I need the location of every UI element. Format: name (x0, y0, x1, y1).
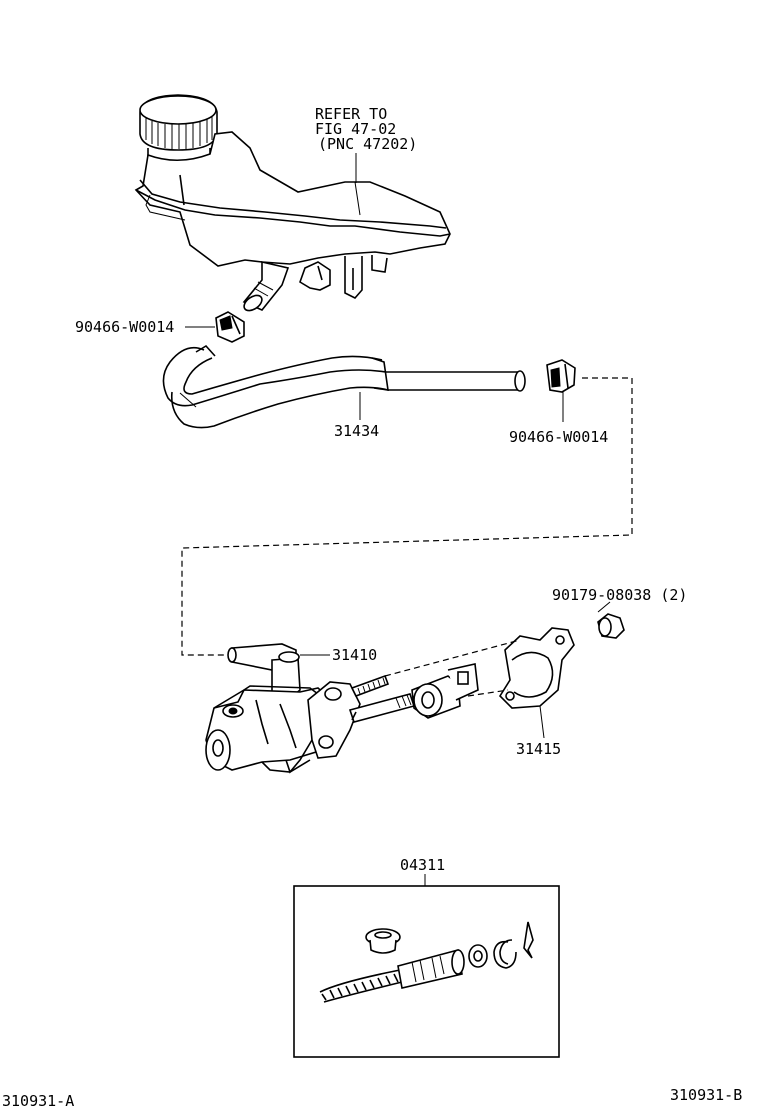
hose-label: 31434 (334, 422, 379, 440)
kit-washer (468, 944, 488, 968)
footer-code-left: 310931-A (2, 1092, 74, 1110)
clip-right-label: 90466-W0014 (509, 428, 608, 446)
clip-left: 90466-W0014 (75, 311, 245, 343)
clip-right: 90466-W0014 (509, 359, 608, 446)
refer-line-3: (PNC 47202) (318, 135, 417, 153)
flange-nut: 90179-08038 (2) (552, 586, 687, 639)
nut-label: 90179-08038 (2) (552, 586, 687, 604)
repair-kit-box (293, 885, 560, 1058)
footer-code-right: 310931-B (670, 1086, 742, 1104)
master-cylinder-label: 31410 (332, 646, 377, 664)
clutch-master-cylinder: 31410 (205, 639, 521, 774)
repair-kit-label: 04311 (400, 856, 445, 874)
kit-piston-spring (319, 949, 465, 1003)
refer-line-2: FIG 47-02 (315, 120, 396, 138)
reservoir-tank (134, 94, 451, 312)
clip-left-label: 90466-W0014 (75, 318, 174, 336)
kit-clip (523, 921, 534, 959)
reservoir-cap (139, 94, 218, 162)
gasket-label: 31415 (516, 740, 561, 758)
hose-connection-dashed (181, 377, 633, 656)
kit-snap-ring (493, 939, 517, 969)
reservoir-outlet-nozzle (242, 260, 290, 312)
refer-to-callout: REFER TO FIG 47-02 (PNC 47202) (315, 105, 417, 183)
refer-line-1: REFER TO (315, 105, 387, 123)
reservoir-hose: 31434 (162, 344, 526, 440)
repair-kit: 04311 (293, 856, 560, 1058)
gasket: 31415 (498, 627, 575, 758)
kit-plug (365, 928, 401, 954)
